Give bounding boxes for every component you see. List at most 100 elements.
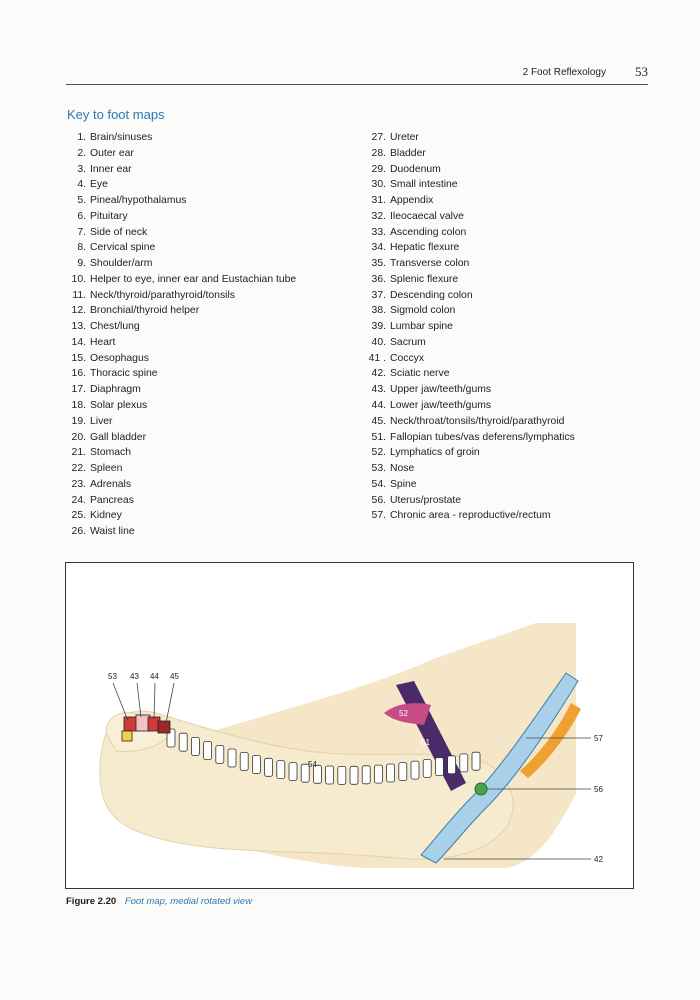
key-entry-label: Brain/sinuses [90,132,153,143]
key-entry-number: 38. [371,305,386,317]
label-54: 54 [308,760,317,769]
key-entry-number: 4. [77,179,86,191]
key-entry-number: 52. [371,447,386,459]
key-entry: 22.Spleen [66,461,296,477]
key-entry-number: 9. [77,258,86,270]
key-entry-label: Helper to eye, inner ear and Eustachian … [90,273,297,285]
key-entry-number: 12. [71,305,86,317]
chronic-area-band [520,703,581,778]
key-entry-number: 45. [371,415,386,427]
key-entry-number: 53. [371,463,386,475]
key-entry-number: 22. [71,463,86,475]
key-entry: 31. Appendix [364,193,575,209]
page-number: 53 [635,64,648,79]
key-entry: 25. Kidney [66,508,296,524]
key-entry-number: 13. [71,321,86,333]
spine-reflex [166,728,481,785]
key-entry-number: 27. [371,132,386,143]
key-entry: 11.Neck/thyroid/parathyroid/tonsils [66,288,296,304]
key-entry-label: Upper jaw/teeth/gums [390,384,492,396]
vertebra [422,758,432,778]
key-entry: 7.Side of neck [66,225,296,241]
key-entry: 24. Pancreas [66,493,296,509]
vertebra [459,753,469,773]
label-43: 43 [130,672,139,681]
key-entry-label: Bladder [390,147,426,159]
key-entry-number: 25. [71,510,86,522]
vertebra [264,757,274,777]
key-entry-number: 54. [371,478,386,490]
key-entry-number: 51. [371,431,386,443]
key-entry-label: Ascending colon [390,226,467,238]
key-entry-label: Shoulder/arm [90,258,153,270]
label-52: 52 [399,709,408,718]
vertebra [386,763,396,783]
key-entry-label: Pancreas [90,494,134,506]
key-entry: 1.Brain/sinuses [66,130,296,146]
key-entry: 14.Heart [66,335,296,351]
key-entry-number: 39. [371,321,386,333]
key-entry-number: 8. [77,242,86,254]
vertebra [373,764,383,784]
key-entry: 35.Transverse colon [364,256,575,272]
vertebra [203,741,213,760]
key-entry-label: Fallopian tubes/vas deferens/lymphatics [390,431,575,443]
key-entry-label: Chest/lung [90,321,140,333]
key-entry-label: Ureter [390,132,419,143]
key-entry: 56.Uterus/prostate [364,493,575,509]
key-entry-label: Sciatic nerve [390,368,450,380]
key-entry-label: Descending colon [390,289,473,301]
key-entry: 39. Lumbar spine [364,319,575,335]
key-entry: 34.Hepatic flexure [364,240,575,256]
vertebra [300,763,310,783]
uterus-point [474,782,488,796]
key-entry-number: 11. [72,289,86,301]
key-entry: 18.Solar plexus [66,398,296,414]
key-entry-number: 2. [77,147,86,159]
key-entry-number: 36. [371,273,386,285]
key-entry-number: 21. [71,447,86,459]
key-entry: 45.Neck/throat/tonsils/thyroid/parathyro… [364,414,575,430]
key-entry-number: 16. [71,368,86,380]
key-entry: 51. Fallopian tubes/vas deferens/lymphati… [364,430,575,446]
key-entry-label: Sigmold colon [390,305,456,317]
key-entry-number: 31. [371,195,386,207]
key-entry-number: 18. [71,400,86,412]
key-entry: 10.Helper to eye, inner ear and Eustachi… [66,272,297,288]
caption-text: Foot map, medial rotated view [124,896,253,907]
key-entry-number: 24. [71,494,86,506]
key-entry: 15.Oesophagus [66,351,296,367]
key-entry: 29.Duodenum [364,162,575,178]
key-entry-label: Appendix [390,195,434,207]
key-entry-number: 41 . [368,352,386,364]
vertebra [361,765,371,785]
vertebra [227,748,237,768]
key-entry-number: 32. [371,210,386,222]
key-entry: 52.Lymphatics of groin [364,445,575,461]
key-entry-label: Adrenals [90,478,132,490]
key-entry: 17. Diaphragm [66,382,296,398]
key-entry: 20.Gall bladder [66,430,296,446]
vertebra [239,751,249,771]
key-entry-label: Uterus/prostate [390,494,462,506]
key-entry-label: Coccyx [390,352,425,364]
key-entry-number: 17. [71,384,86,396]
vertebra [471,751,481,771]
key-entry-label: Inner ear [90,163,132,175]
key-entry-label: Kidney [90,510,122,522]
key-entry: 9. Shoulder/arm [66,256,296,272]
key-entry-number: 28. [371,147,386,159]
key-entry: 19.Liver [66,414,296,430]
key-entry-label: Diaphragm [90,384,141,396]
vertebra [337,765,347,785]
key-entry-number: 34. [371,242,386,254]
key-entry-label: Transverse colon [390,258,470,270]
key-entry: 42.Sciatic nerve [364,366,575,382]
key-entry-label: Lumbar spine [390,321,453,333]
key-entry-number: 30. [371,179,386,191]
key-entry-label: Gall bladder [90,431,147,443]
key-entry-label: Stomach [90,447,132,459]
label-53: 53 [108,672,117,681]
running-header: 2 Foot Reflexology 53 [66,62,648,85]
